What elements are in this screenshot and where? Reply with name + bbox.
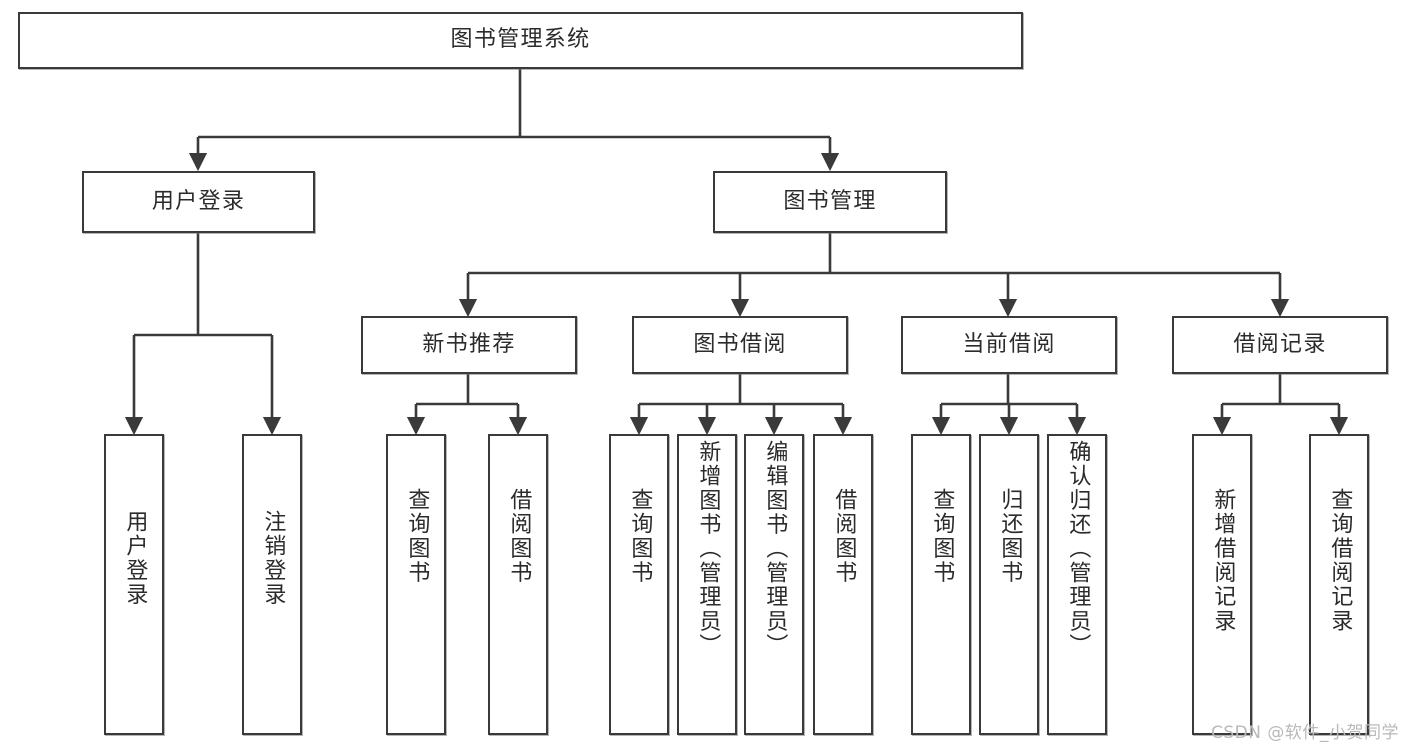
node-new-book-recommend[interactable]: 新书推荐 — [361, 316, 577, 374]
node-leaf-return-book-label: 归还图书 — [997, 488, 1023, 585]
node-leaf-add-book-admin-label: 新增图书（管理员） — [695, 440, 721, 658]
node-current-borrow[interactable]: 当前借阅 — [901, 316, 1117, 374]
node-leaf-borrow-book-a[interactable]: 借阅图书 — [488, 434, 548, 735]
node-leaf-query-borrow-record-label: 查询借阅记录 — [1327, 488, 1353, 634]
node-book-borrow-label: 图书借阅 — [693, 331, 787, 357]
node-leaf-query-book-c[interactable]: 查询图书 — [911, 434, 971, 735]
node-leaf-confirm-return-admin-label: 确认归还（管理员） — [1065, 440, 1091, 658]
node-leaf-add-book-admin[interactable]: 新增图书（管理员） — [677, 434, 737, 735]
node-leaf-user-login-label: 用户登录 — [122, 510, 148, 607]
node-leaf-borrow-book-a-label: 借阅图书 — [506, 488, 532, 585]
node-root[interactable]: 图书管理系统 — [18, 12, 1023, 69]
node-leaf-query-book-a[interactable]: 查询图书 — [386, 434, 446, 735]
node-leaf-query-book-c-label: 查询图书 — [929, 488, 955, 585]
node-user-login-label: 用户登录 — [151, 188, 246, 214]
node-leaf-add-borrow-record-label: 新增借阅记录 — [1210, 488, 1236, 634]
watermark: CSDN @软件_小贺同学 — [1210, 723, 1399, 743]
node-borrow-record-label: 借阅记录 — [1233, 331, 1327, 357]
node-leaf-borrow-book-b[interactable]: 借阅图书 — [813, 434, 873, 735]
node-leaf-user-login[interactable]: 用户登录 — [104, 434, 164, 735]
node-leaf-return-book[interactable]: 归还图书 — [979, 434, 1039, 735]
node-leaf-confirm-return-admin[interactable]: 确认归还（管理员） — [1047, 434, 1107, 735]
node-leaf-query-book-b-label: 查询图书 — [627, 488, 653, 585]
node-leaf-edit-book-admin[interactable]: 编辑图书（管理员） — [744, 434, 804, 735]
node-current-borrow-label: 当前借阅 — [962, 331, 1056, 357]
node-root-label: 图书管理系统 — [450, 27, 591, 53]
node-leaf-edit-book-admin-label: 编辑图书（管理员） — [762, 440, 788, 658]
node-book-management[interactable]: 图书管理 — [713, 171, 947, 233]
node-book-management-label: 图书管理 — [783, 188, 877, 214]
node-leaf-logout[interactable]: 注销登录 — [242, 434, 302, 735]
node-leaf-query-book-b[interactable]: 查询图书 — [609, 434, 669, 735]
node-new-book-recommend-label: 新书推荐 — [422, 331, 516, 357]
node-leaf-query-book-a-label: 查询图书 — [404, 488, 430, 585]
node-book-borrow[interactable]: 图书借阅 — [632, 316, 848, 374]
node-leaf-borrow-book-b-label: 借阅图书 — [831, 488, 857, 585]
node-user-login[interactable]: 用户登录 — [82, 171, 315, 233]
node-leaf-add-borrow-record[interactable]: 新增借阅记录 — [1192, 434, 1252, 735]
node-borrow-record[interactable]: 借阅记录 — [1172, 316, 1388, 374]
node-leaf-logout-label: 注销登录 — [260, 510, 286, 607]
node-leaf-query-borrow-record[interactable]: 查询借阅记录 — [1309, 434, 1369, 735]
